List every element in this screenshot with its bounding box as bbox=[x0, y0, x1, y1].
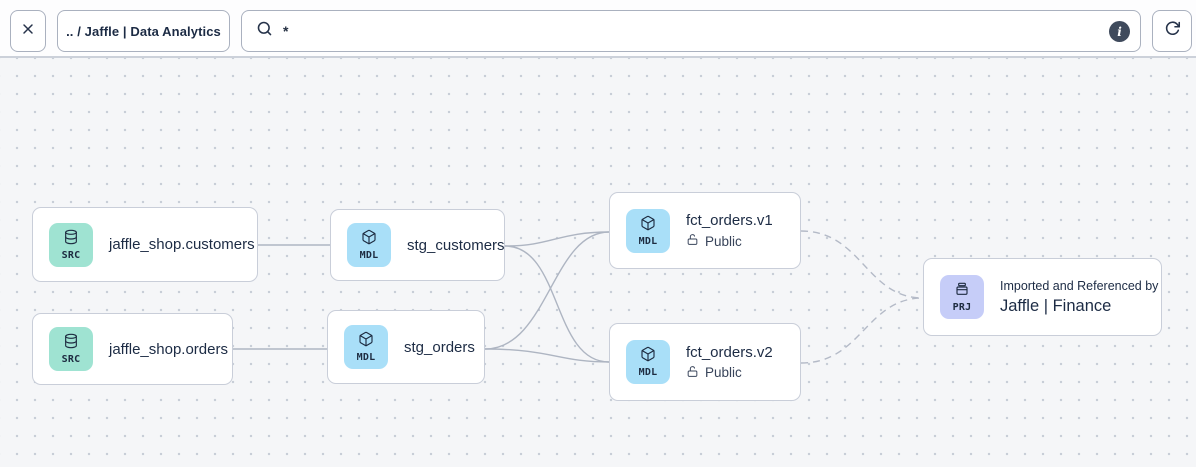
access-label: Public bbox=[705, 233, 742, 249]
refresh-icon bbox=[1164, 20, 1181, 42]
node-source-jaffle-shop-customers[interactable]: SRC jaffle_shop.customers bbox=[32, 207, 258, 282]
node-model-stg-orders[interactable]: MDL stg_orders bbox=[327, 310, 485, 384]
cube-icon bbox=[358, 331, 374, 352]
cube-icon bbox=[640, 346, 656, 367]
access-row: Public bbox=[686, 365, 773, 381]
node-type-badge: MDL bbox=[638, 367, 658, 378]
source-tile: SRC bbox=[49, 327, 93, 371]
archive-icon bbox=[954, 281, 970, 302]
breadcrumb-label: .. / Jaffle | Data Analytics bbox=[66, 23, 221, 39]
search-input[interactable] bbox=[283, 23, 1100, 39]
model-tile: MDL bbox=[344, 325, 388, 369]
node-label: Jaffle | Finance bbox=[1000, 296, 1112, 315]
breadcrumb[interactable]: .. / Jaffle | Data Analytics bbox=[57, 10, 230, 52]
close-button[interactable] bbox=[10, 10, 46, 52]
search-icon bbox=[256, 20, 273, 42]
x-icon bbox=[20, 21, 36, 42]
model-tile: MDL bbox=[626, 340, 670, 384]
access-label: Public bbox=[705, 365, 742, 380]
node-project-jaffle-finance[interactable]: PRJ Imported and Referenced by Jaffle | … bbox=[923, 258, 1162, 336]
node-type-badge: SRC bbox=[61, 249, 81, 261]
node-label: jaffle_shop.customers bbox=[109, 236, 255, 253]
node-model-fct-orders-v1[interactable]: MDL fct_orders.v1 Public bbox=[609, 192, 801, 269]
info-icon[interactable]: i bbox=[1109, 21, 1130, 42]
node-type-badge: MDL bbox=[356, 352, 376, 363]
database-icon bbox=[63, 229, 79, 250]
node-model-stg-customers[interactable]: MDL stg_customers bbox=[330, 209, 505, 281]
node-type-badge: MDL bbox=[359, 250, 379, 261]
node-model-fct-orders-v2[interactable]: MDL fct_orders.v2 Public bbox=[609, 323, 801, 401]
node-sublabel: Imported and Referenced by bbox=[1000, 278, 1159, 293]
unlock-icon bbox=[686, 233, 699, 249]
model-tile: MDL bbox=[626, 208, 670, 253]
node-type-badge: MDL bbox=[638, 235, 658, 247]
node-label: stg_orders bbox=[404, 338, 475, 356]
toolbar: .. / Jaffle | Data Analytics i bbox=[0, 0, 1196, 56]
model-tile: MDL bbox=[347, 223, 391, 267]
node-type-badge: SRC bbox=[61, 354, 81, 365]
cube-icon bbox=[361, 229, 377, 250]
node-label: fct_orders.v1 bbox=[686, 212, 773, 229]
node-label: fct_orders.v2 bbox=[686, 343, 773, 361]
node-label: jaffle_shop.orders bbox=[109, 340, 228, 358]
project-tile: PRJ bbox=[940, 275, 984, 319]
cube-icon bbox=[640, 215, 656, 236]
unlock-icon bbox=[686, 365, 699, 381]
node-source-jaffle-shop-orders[interactable]: SRC jaffle_shop.orders bbox=[32, 313, 233, 385]
node-type-badge: PRJ bbox=[952, 302, 972, 313]
refresh-button[interactable] bbox=[1152, 10, 1192, 52]
search-box[interactable]: i bbox=[241, 10, 1141, 52]
node-label: stg_customers bbox=[407, 236, 505, 254]
database-icon bbox=[63, 333, 79, 354]
source-tile: SRC bbox=[49, 222, 93, 267]
access-row: Public bbox=[686, 233, 773, 249]
